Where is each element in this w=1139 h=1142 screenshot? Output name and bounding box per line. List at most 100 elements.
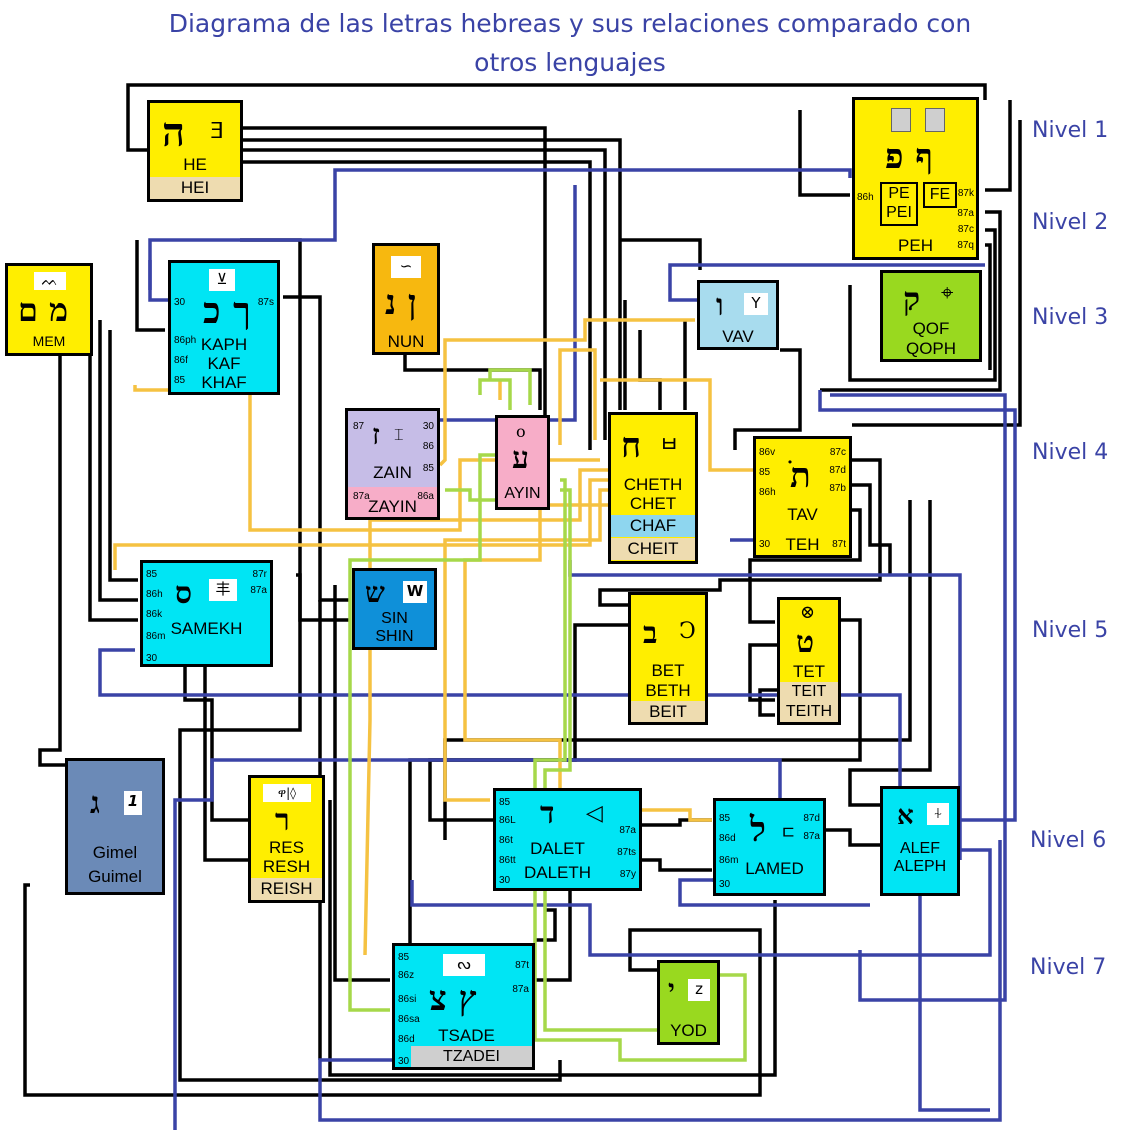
zain-port-86a: 86a (417, 491, 434, 502)
ayin-glyph-icon: o (516, 422, 526, 441)
tet-name: TET (792, 662, 826, 681)
dalet-port-85: 85 (499, 797, 511, 808)
tsade-glyph-icon: ᔓ (443, 954, 485, 976)
tet-band-2: TEITH (780, 702, 838, 722)
letter-samekh: 85 86h 86k 86m 30 87r 87a ס 丰 SAMEKH (140, 560, 273, 667)
kaph-hebrew: ך כ (203, 290, 251, 332)
zain-glyph-icon: ⌶ (394, 425, 404, 444)
vav-glyph-icon: Y (744, 293, 768, 315)
sin-hebrew: ש (365, 576, 385, 609)
lamed-port-87d: 87d (803, 813, 820, 824)
kaph-port-86f: 86f (174, 355, 188, 366)
ayin-hebrew: ע (512, 441, 529, 476)
mem-glyph-icon: ᨓ (34, 272, 66, 290)
dalet-name-1: DALET (530, 839, 585, 858)
he-name: HE (183, 155, 207, 174)
letter-qof: ק ⌖ QOF QOPH (880, 270, 982, 362)
title-line-1: Diagrama de las letras hebreas y sus rel… (168, 9, 972, 38)
bet-band: BEIT (631, 701, 705, 722)
tsade-name: TSADE (438, 1026, 495, 1045)
kaph-port-86ph: 86ph (174, 335, 197, 346)
level-4-label: Nivel 4 (1032, 440, 1109, 465)
peh-sign-icon (891, 108, 911, 132)
letter-kaph: ⊻ ך כ 30 86ph 86f 85 87s KAPH KAF KHAF (168, 260, 280, 395)
bet-hebrew: ב (643, 616, 658, 651)
level-2-label: Nivel 2 (1032, 210, 1109, 235)
dalet-name-2: DALETH (523, 863, 592, 882)
samekh-port-86h: 86h (146, 589, 163, 600)
letter-ayin: o ע AYIN (495, 415, 550, 510)
sin-name-2: SHIN (375, 628, 414, 645)
letter-he: ה ⴺ HE HEI (147, 100, 243, 202)
dalet-port-87y: 87y (619, 869, 636, 880)
peh-port-87a: 87a (957, 208, 974, 219)
tav-port-30: 30 (759, 539, 771, 550)
zain-hebrew: ז (372, 418, 380, 451)
kaph-port-30: 30 (174, 297, 186, 308)
letter-vav: ו Y VAV (697, 280, 779, 350)
tsade-port-30: 30 (398, 1056, 410, 1067)
tsade-port-86si: 86si (398, 994, 417, 1005)
kaph-name-3: KHAF (201, 373, 247, 392)
letter-bet: ב Ͻ BET BETH BEIT (628, 592, 708, 725)
zain-band: ZAYIN (348, 487, 437, 517)
peh-name: PEH (898, 236, 933, 255)
qof-hebrew: ק (903, 280, 921, 318)
letter-tsade: 85 86z 86si 86sa 86d 30 87t 87a ᔓ ץ צ TS… (392, 943, 535, 1070)
peh-pei: PEI (886, 204, 912, 221)
level-5-label: Nivel 5 (1032, 618, 1109, 643)
level-6-label: Nivel 6 (1030, 828, 1107, 853)
zain-port-87: 87 (353, 421, 365, 432)
letter-mem: ᨓ מ ם MEM (5, 263, 93, 356)
lamed-hebrew: ל (750, 810, 766, 850)
level-1-label: Nivel 1 (1032, 118, 1109, 143)
tav-port-87t: 87t (832, 539, 846, 550)
bet-glyph-icon: Ͻ (679, 619, 696, 644)
kaph-name-2: KAF (207, 354, 241, 373)
lamed-name: LAMED (745, 859, 804, 878)
samekh-port-86k: 86k (146, 609, 163, 620)
letter-nun: ∽ ן נ NUN (372, 243, 440, 355)
qof-name-2: QOPH (905, 339, 957, 358)
tsade-port-87a: 87a (512, 984, 529, 995)
dalet-port-30: 30 (499, 875, 511, 886)
yod-name: YOD (670, 1021, 707, 1040)
tsade-port-86sa: 86sa (398, 1014, 420, 1025)
tav-name-2: TEH (785, 535, 820, 554)
samekh-glyph-icon: 丰 (209, 579, 237, 601)
cheth-name-1: CHETH (623, 475, 683, 494)
cheth-glyph-icon: ㅂ (659, 433, 680, 458)
peh-port-87c: 87c (957, 224, 974, 235)
qof-name-1: QOF (912, 319, 950, 338)
samekh-port-85: 85 (146, 569, 158, 580)
tav-port-87b: 87b (829, 483, 846, 494)
peh-fe-box: FE (923, 182, 957, 208)
title-line-2: otros lenguajes (474, 48, 666, 77)
letter-peh: ף פ 86h PE PEI FE 87k 87a 87c 87q PEH (852, 97, 979, 260)
samekh-port-86m: 86m (146, 631, 166, 642)
mem-name: MEM (32, 333, 66, 349)
lamed-port-85: 85 (719, 813, 731, 824)
dalet-port-86l: 86L (499, 815, 516, 826)
bet-name-1: BET (651, 661, 685, 680)
zain-port-86: 86 (422, 441, 434, 452)
qof-glyph-icon: ⌖ (941, 281, 954, 306)
res-band: REISH (251, 878, 322, 900)
cheth-hebrew: ח (621, 426, 642, 466)
peh-port-86h: 86h (857, 192, 874, 203)
lamed-glyph-icon: ㄷ (780, 823, 797, 844)
mem-hebrew: מ ם (18, 291, 69, 329)
letter-zain: 87 ז ⌶ 30 86 85 ZAIN ZAYIN 87a 86a (345, 408, 440, 520)
orange-wires (113, 318, 755, 956)
ayin-name: AYIN (504, 485, 541, 502)
tav-port-86h: 86h (759, 487, 776, 498)
zain-name: ZAIN (373, 463, 412, 482)
he-band: HEI (150, 177, 240, 199)
bet-name-2: BETH (645, 681, 691, 700)
peh-sign-icon-2 (925, 108, 945, 132)
nun-glyph-icon: ∽ (391, 256, 421, 278)
cheth-name-2: CHET (629, 494, 677, 513)
cheth-band-2: CHEIT (611, 538, 695, 560)
yod-hebrew: י (668, 975, 675, 1005)
